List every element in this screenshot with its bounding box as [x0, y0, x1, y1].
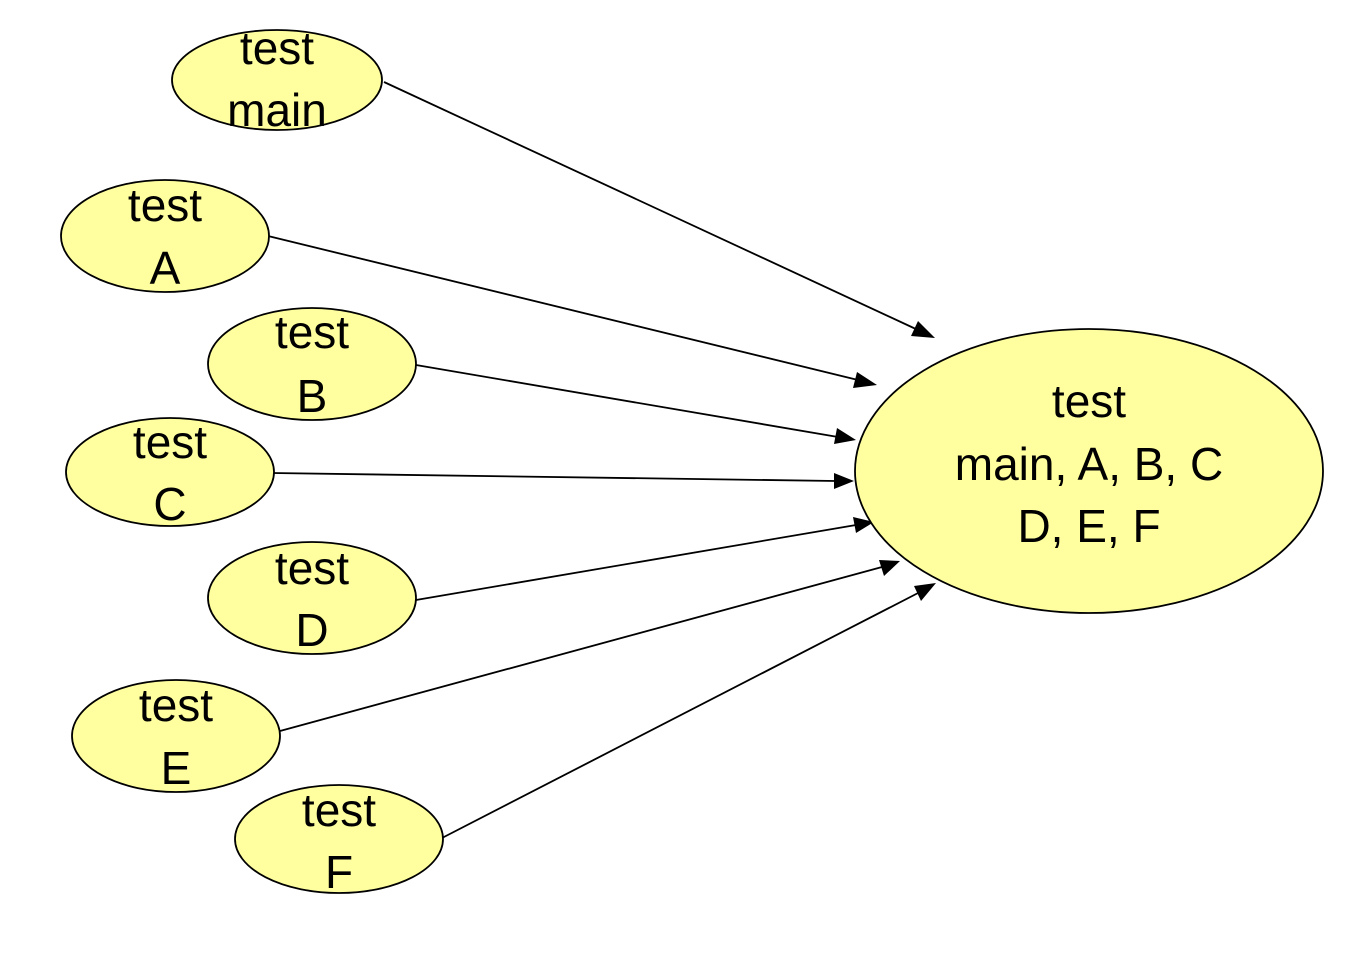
node-label-line2: F: [325, 846, 353, 898]
arrow-line: [267, 235, 859, 381]
node-test-b: test B: [207, 306, 417, 422]
node-ellipse: [71, 679, 281, 793]
arrowhead-icon: [911, 321, 935, 338]
node-ellipse: [207, 541, 417, 655]
node-ellipse: [234, 784, 444, 894]
edge-b-to-combined: [415, 364, 856, 444]
node-label-line1: test: [1052, 375, 1126, 427]
node-ellipse: [65, 417, 275, 527]
arrow-line: [415, 364, 839, 438]
node-label-line1: test: [275, 306, 349, 358]
node-test-a: test A: [60, 179, 270, 294]
arrowhead-icon: [834, 473, 854, 489]
arrowhead-icon: [853, 517, 874, 533]
node-test-main: test main: [171, 22, 383, 136]
node-label-line1: test: [302, 784, 376, 836]
node-ellipse: [854, 328, 1324, 614]
arrowhead-icon: [879, 560, 900, 576]
arrowhead-icon: [834, 428, 856, 444]
node-label-line2: A: [150, 242, 181, 294]
edges: [267, 81, 936, 839]
node-test-f: test F: [234, 784, 444, 898]
edge-f-to-combined: [441, 583, 936, 839]
node-ellipse: [171, 29, 383, 131]
edge-c-to-combined: [271, 472, 854, 489]
arrow-line: [383, 81, 919, 331]
node-label-line2: B: [297, 370, 328, 422]
node-label-line1: test: [240, 22, 314, 74]
edge-a-to-combined: [267, 235, 877, 388]
node-test-c: test C: [65, 416, 275, 530]
node-label-line2: E: [161, 742, 192, 794]
arrow-line: [279, 566, 883, 732]
node-label-line3: D, E, F: [1017, 500, 1160, 552]
node-test-combined: test main, A, B, C D, E, F: [854, 328, 1324, 614]
arrow-line: [271, 472, 837, 482]
edge-d-to-combined: [415, 517, 874, 601]
node-label-line1: test: [128, 179, 202, 231]
node-label-line1: test: [139, 679, 213, 731]
edge-e-to-combined: [279, 560, 900, 732]
node-label-line2: D: [295, 604, 328, 656]
edge-main-to-combined: [383, 81, 935, 338]
node-label-line2: main: [227, 84, 327, 136]
node-label-line1: test: [133, 416, 207, 468]
arrow-line: [415, 524, 857, 601]
node-label-line2: C: [153, 478, 186, 530]
node-label-line2: main, A, B, C: [955, 438, 1223, 490]
arrowhead-icon: [853, 372, 877, 388]
arrow-line: [441, 591, 921, 839]
node-ellipse: [60, 179, 270, 293]
node-ellipse: [207, 307, 417, 421]
node-label-line1: test: [275, 542, 349, 594]
arrowhead-icon: [914, 583, 936, 601]
node-test-e: test E: [71, 679, 281, 794]
node-test-d: test D: [207, 541, 417, 656]
